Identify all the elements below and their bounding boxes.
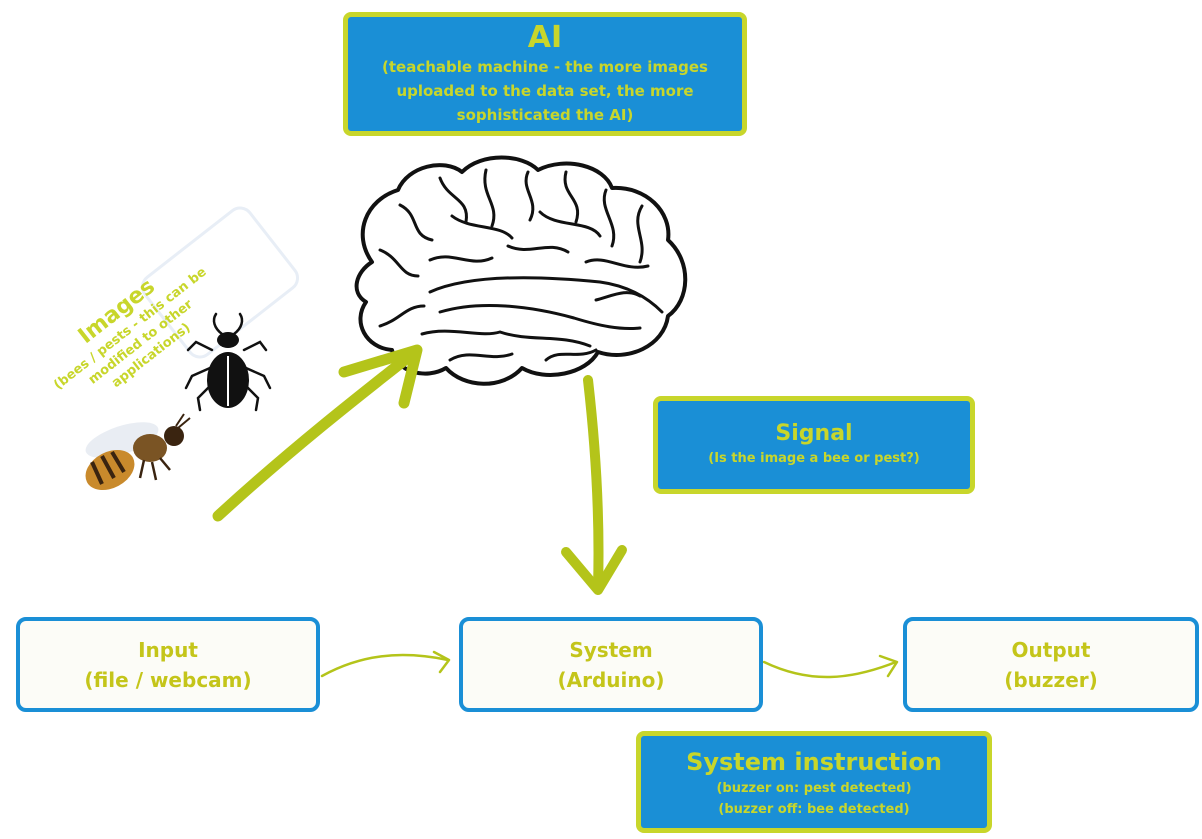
arrow-input-to-system-head xyxy=(432,650,451,674)
ai-subtitle-line: (teachable machine - the more images xyxy=(382,58,708,76)
ai-title: AI xyxy=(527,20,563,55)
arrow-images-to-ai xyxy=(212,346,421,522)
input-title: Input xyxy=(138,637,198,662)
ai-subtitle-line: sophisticated the AI) xyxy=(456,106,634,124)
signal-box: Signal (Is the image a bee or pest?) xyxy=(653,396,975,494)
system-box: System (Arduino) xyxy=(459,617,763,712)
system-instruction-box: System instruction (buzzer on: pest dete… xyxy=(636,731,992,833)
system-instruction-line: (buzzer off: bee detected) xyxy=(718,802,910,817)
system-instruction-title: System instruction xyxy=(686,748,942,776)
arrow-system-to-output xyxy=(762,660,898,679)
system-subtitle: (Arduino) xyxy=(557,667,665,692)
arrow-system-to-output-head xyxy=(878,654,899,678)
system-title: System xyxy=(569,637,653,662)
input-box: Input (file / webcam) xyxy=(16,617,320,712)
output-title: Output xyxy=(1011,637,1091,662)
arrow-images-to-ai-head xyxy=(338,344,423,409)
output-subtitle: (buzzer) xyxy=(1004,667,1098,692)
input-subtitle: (file / webcam) xyxy=(84,667,252,692)
output-box: Output (buzzer) xyxy=(903,617,1199,712)
arrow-ai-to-system xyxy=(583,375,604,593)
signal-subtitle: (Is the image a bee or pest?) xyxy=(708,451,920,466)
arrow-ai-to-system-head xyxy=(561,545,627,595)
signal-title: Signal xyxy=(775,421,853,446)
ai-subtitle-line: uploaded to the data set, the more xyxy=(396,82,694,100)
arrow-input-to-system xyxy=(320,653,450,678)
ai-box: AI (teachable machine - the more images … xyxy=(343,12,747,136)
system-instruction-line: (buzzer on: pest detected) xyxy=(716,781,912,796)
